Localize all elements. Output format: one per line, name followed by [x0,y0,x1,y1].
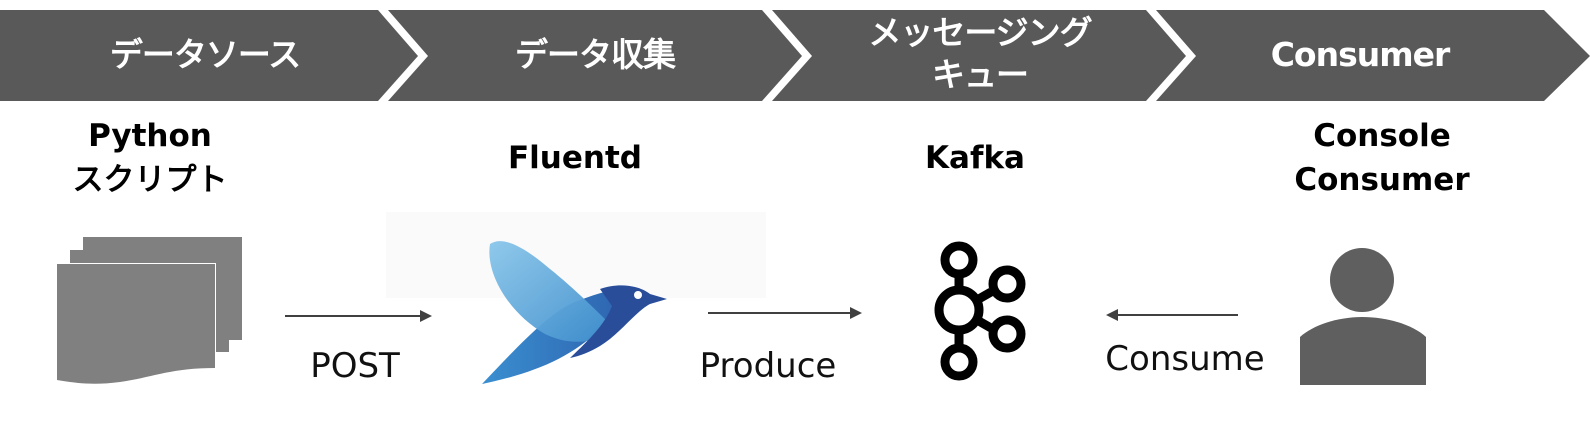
component-title-console-consumer: Console Consumer [1252,114,1512,202]
process-banner [0,10,1590,101]
consume-arrow [1106,309,1238,321]
fluentd-bird-icon [482,241,667,384]
component-title-python-script: Python スクリプト [30,114,270,202]
component-title-line: Console [1313,118,1451,154]
produce-arrow [708,307,862,319]
banner-segment-data-collection [388,10,802,101]
user-icon [1300,248,1426,385]
stage-label-messaging-queue: メッセージング キュー [830,12,1130,96]
banner-segment-messaging-queue [772,10,1186,101]
stage-label-consumer: Consumer [1270,35,1451,74]
stage-label-line: メッセージング [868,13,1092,52]
banner-segment-consumer [1156,10,1590,101]
edge-label-consume: Consume [1105,339,1265,379]
component-title-line: Consumer [1294,162,1470,198]
component-title-kafka: Kafka [925,140,1025,176]
component-title-line: スクリプト [72,162,228,198]
banner-segment-data-source [0,10,418,101]
component-title-fluentd: Fluentd [508,140,642,176]
edge-label-post: POST [310,346,400,386]
kafka-logo-icon [934,241,1026,381]
edge-label-produce: Produce [699,346,837,386]
stage-label-data-collection: データ収集 [515,35,676,74]
stage-label-line: キュー [932,55,1029,94]
stage-label-data-source: データソース [109,35,301,74]
post-arrow [285,310,432,322]
fluentd-logo-background [386,212,766,298]
component-title-line: Python [88,118,212,154]
document-stack-icon [57,237,242,384]
